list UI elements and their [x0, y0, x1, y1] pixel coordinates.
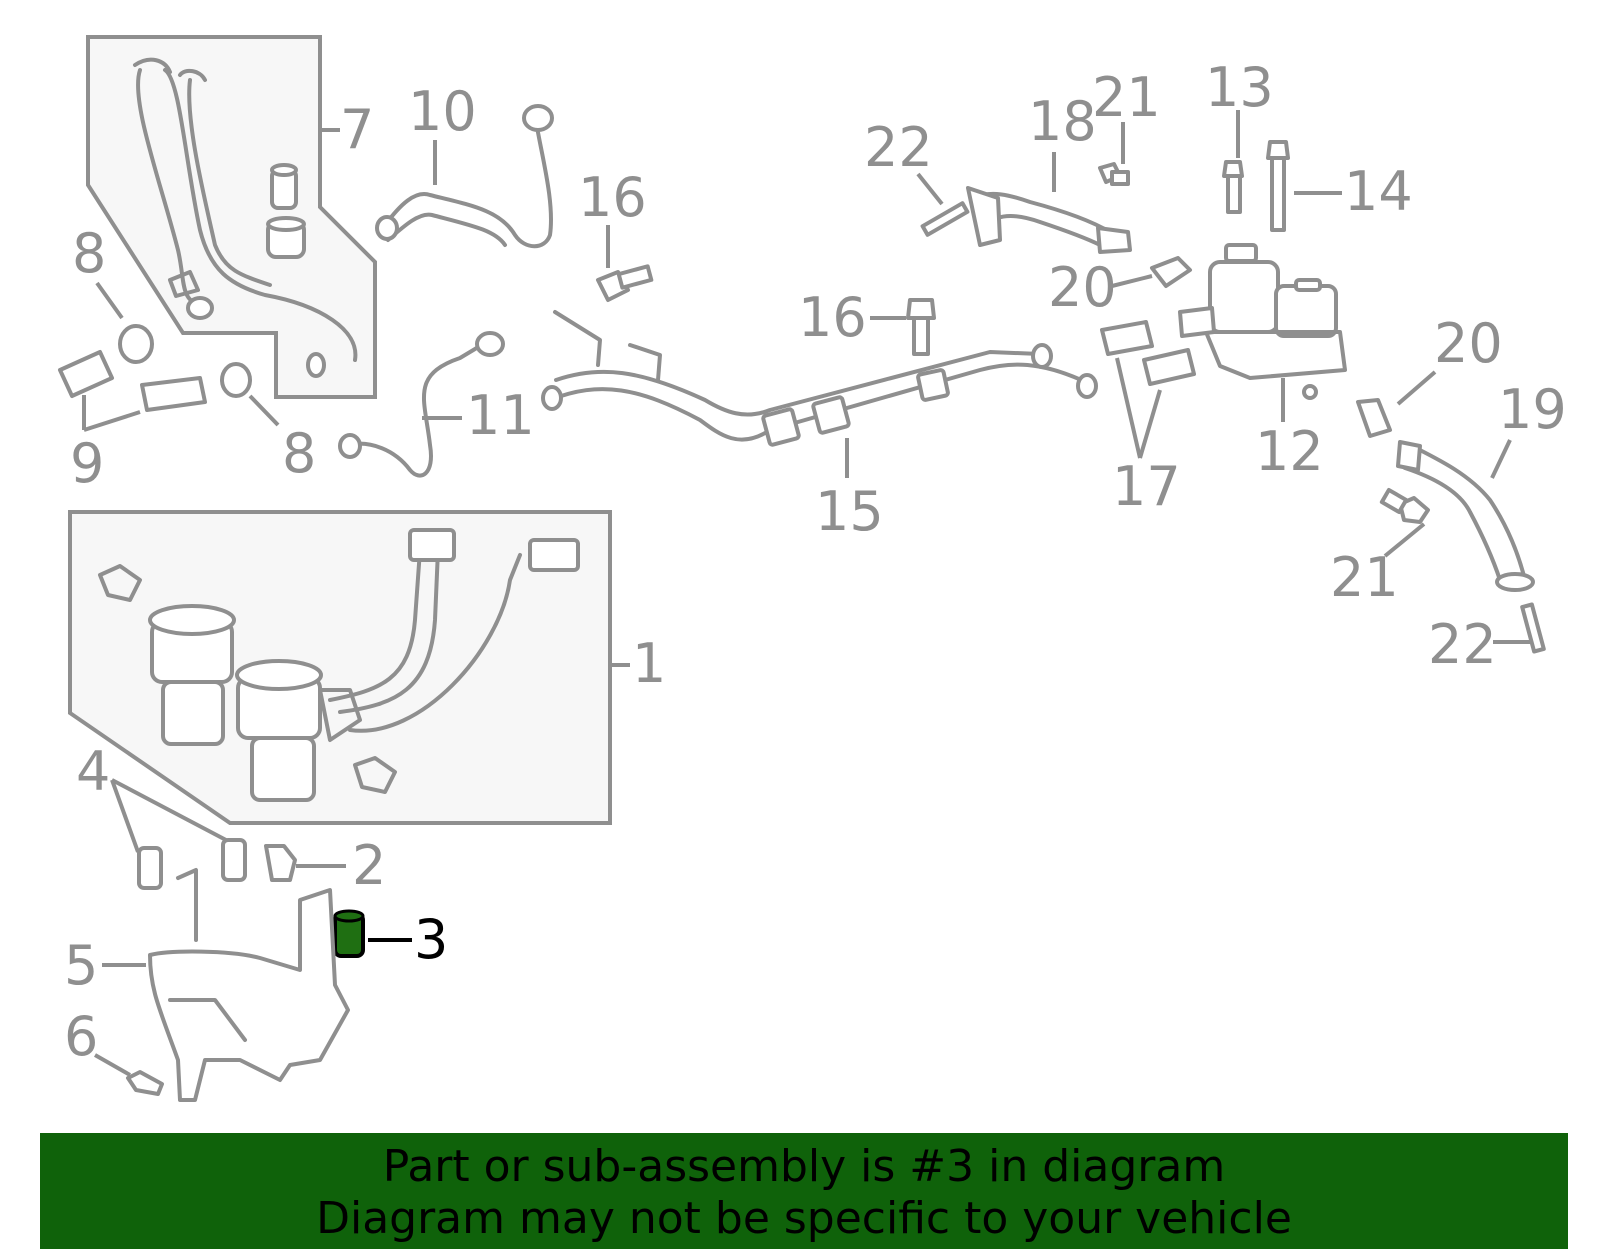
part-9-hoses	[58, 350, 207, 412]
leader-lines	[82, 110, 1530, 1077]
callout-9: 9	[70, 432, 104, 495]
banner-line-1: Part or sub-assembly is #3 in diagram	[382, 1141, 1226, 1192]
part-11-hose	[338, 331, 505, 478]
part-8-clamps	[118, 324, 252, 398]
callout-16a: 16	[578, 166, 647, 229]
part-7-hose-assembly	[133, 57, 358, 378]
part-22-pins	[920, 201, 1546, 654]
callout-7: 7	[340, 98, 374, 161]
part-21-bolts	[1098, 162, 1430, 524]
part-info-banner: Part or sub-assembly is #3 in diagram Di…	[40, 1133, 1568, 1249]
callout-13: 13	[1205, 56, 1274, 119]
part-2-bracket-clip	[264, 844, 297, 882]
callout-2: 2	[352, 834, 386, 897]
callout-22b: 22	[1428, 613, 1497, 676]
part-15-pipe	[541, 310, 1098, 447]
banner-line-2: Diagram may not be specific to your vehi…	[316, 1193, 1292, 1244]
callout-14: 14	[1344, 160, 1413, 223]
callout-12: 12	[1255, 420, 1324, 483]
callout-8b: 8	[282, 422, 316, 485]
part-6-bolt	[126, 1070, 164, 1096]
callout-8a: 8	[72, 222, 106, 285]
callout-17: 17	[1112, 455, 1181, 518]
callout-numbers: 1 2 3 4 5 6 7 8 8 9 10 11 12 13 14 15 16…	[64, 56, 1567, 1068]
part-18-pipe	[966, 186, 1132, 254]
part-5-bracket	[148, 868, 350, 1102]
part-17-sleeves	[1100, 320, 1196, 386]
callout-1: 1	[632, 632, 666, 695]
callout-16b: 16	[798, 286, 867, 349]
part-13-bolt	[1222, 160, 1244, 214]
part-1-air-pump-assembly	[98, 528, 580, 802]
callout-11: 11	[466, 384, 535, 447]
part-19-pipe	[1396, 440, 1535, 592]
callout-21a: 21	[1092, 66, 1161, 129]
part-20-gaskets	[1150, 256, 1392, 438]
part-16-bolts	[596, 264, 936, 356]
callout-6: 6	[64, 1005, 98, 1068]
callout-3: 3	[414, 908, 448, 971]
part-12-valve	[1178, 243, 1347, 400]
callout-21b: 21	[1330, 546, 1399, 609]
callout-20a: 20	[1048, 256, 1117, 319]
part-10-hose	[375, 104, 554, 249]
callout-4: 4	[76, 740, 110, 803]
callout-19: 19	[1498, 378, 1567, 441]
callout-22a: 22	[864, 116, 933, 179]
callout-20b: 20	[1434, 312, 1503, 375]
callout-5: 5	[64, 934, 98, 997]
callout-15: 15	[815, 480, 884, 543]
callout-10: 10	[408, 80, 477, 143]
callout-18: 18	[1028, 90, 1097, 153]
part-14-long-bolt	[1266, 140, 1290, 232]
part-3-highlighted-cushion	[333, 909, 365, 958]
part-4-grommets	[137, 838, 247, 890]
